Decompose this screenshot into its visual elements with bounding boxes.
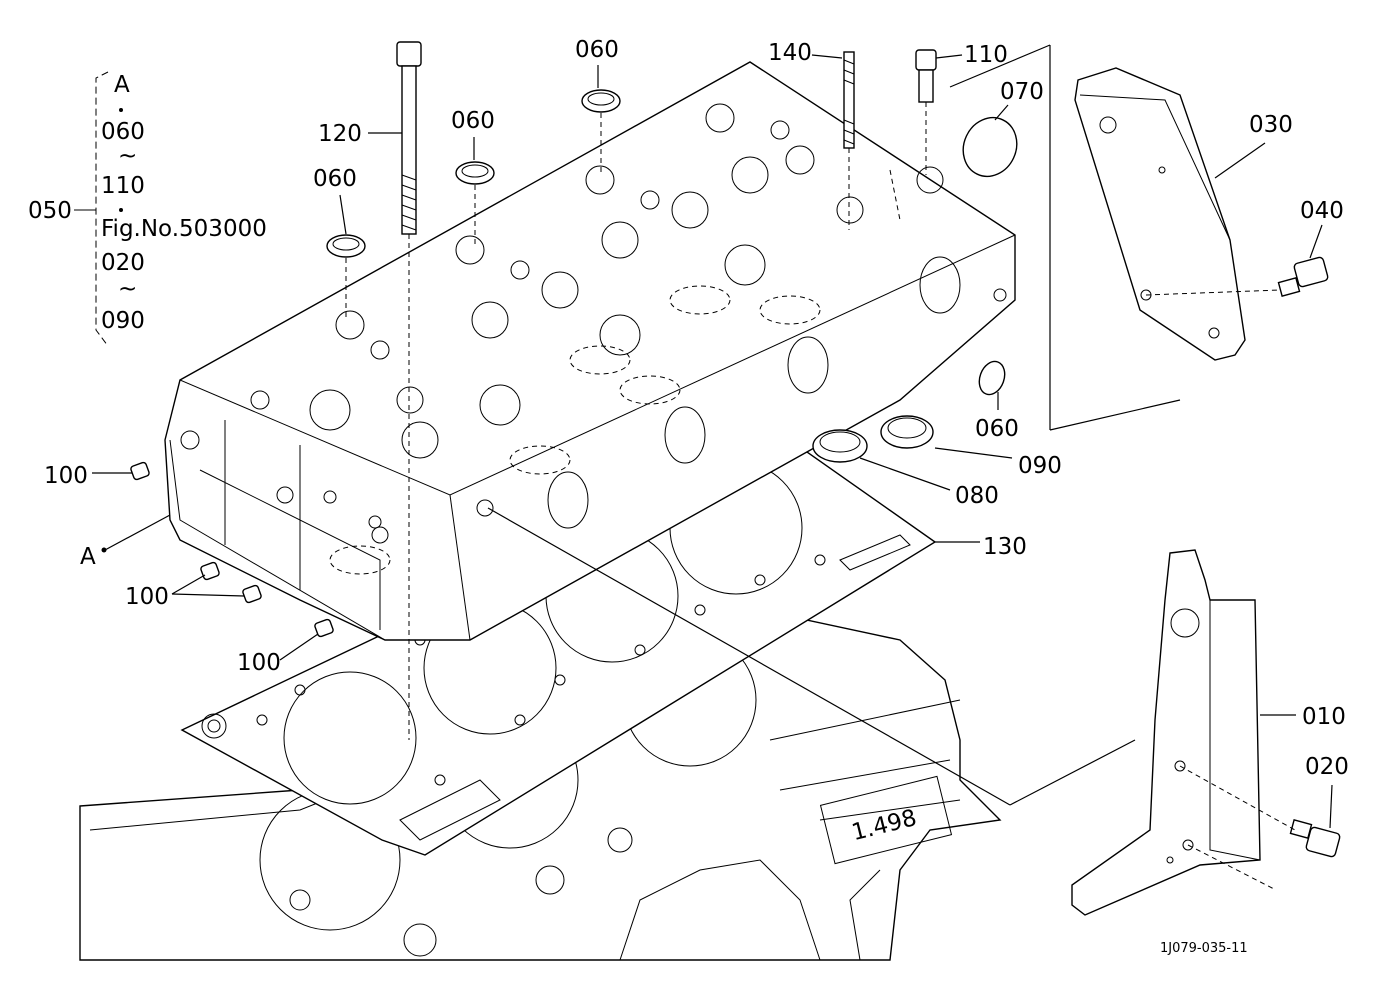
- seal-080: [812, 429, 868, 463]
- callout-labels: 140 110 070 060 060 060 120 030 040 060 …: [44, 37, 1349, 956]
- legend-line-3: ~: [118, 143, 137, 169]
- plug-100-b: [200, 561, 220, 581]
- callout-090: 090: [1018, 453, 1062, 479]
- callout-060-c: 060: [575, 37, 619, 63]
- leader-lines: [92, 44, 1333, 829]
- seal-060-a: [326, 234, 366, 258]
- seal-090: [880, 415, 934, 449]
- plug-070: [962, 116, 1018, 178]
- callout-020: 020: [1305, 754, 1349, 780]
- seal-060-b: [455, 161, 495, 185]
- figure-code: 1J079-035-11: [1160, 941, 1248, 956]
- reference-lines: [345, 102, 1296, 891]
- cylinder-head: [164, 61, 1016, 641]
- callout-100-c: 100: [237, 650, 281, 676]
- bolt-040: [1293, 256, 1329, 288]
- callout-010: 010: [1302, 704, 1346, 730]
- plug-100-d: [314, 618, 334, 638]
- legend-group: 050 A 060 ~ 110 Fig.No.503000 020 ~ 090: [28, 71, 267, 347]
- callout-110: 110: [964, 42, 1008, 68]
- callout-060-d: 060: [975, 416, 1019, 442]
- callout-120: 120: [318, 121, 362, 147]
- seal-060-d: [978, 360, 1006, 396]
- head-bolt-120: [396, 41, 422, 67]
- legend-line-8: 090: [101, 308, 145, 334]
- callout-080: 080: [955, 483, 999, 509]
- legend-group-code: 050: [28, 198, 72, 224]
- bracket-010: [1071, 549, 1261, 916]
- callout-130: 130: [983, 534, 1027, 560]
- legend-line-4: 110: [101, 173, 145, 199]
- legend-line-1: A: [114, 72, 130, 98]
- callout-030: 030: [1249, 112, 1293, 138]
- seal-060-c: [581, 89, 621, 113]
- callout-070: 070: [1000, 79, 1044, 105]
- plug-100-c: [242, 584, 262, 604]
- legend-line-5: Fig.No.503000: [101, 216, 267, 242]
- bolt-020: [1305, 826, 1341, 858]
- plug-100-a: [130, 461, 150, 481]
- bracket-030: [1074, 67, 1246, 361]
- callout-040: 040: [1300, 198, 1344, 224]
- fitting-110: [915, 49, 937, 71]
- legend-line-7: ~: [118, 276, 137, 302]
- legend-line-2: 060: [101, 119, 145, 145]
- callout-060-b: 060: [451, 108, 495, 134]
- callout-ref-a: A: [80, 544, 96, 570]
- callout-100-b: 100: [125, 584, 169, 610]
- callout-060-a: 060: [313, 166, 357, 192]
- callout-100-a: 100: [44, 463, 88, 489]
- legend-line-6: 020: [101, 250, 145, 276]
- callout-140: 140: [768, 40, 812, 66]
- small-parts: [130, 41, 1341, 858]
